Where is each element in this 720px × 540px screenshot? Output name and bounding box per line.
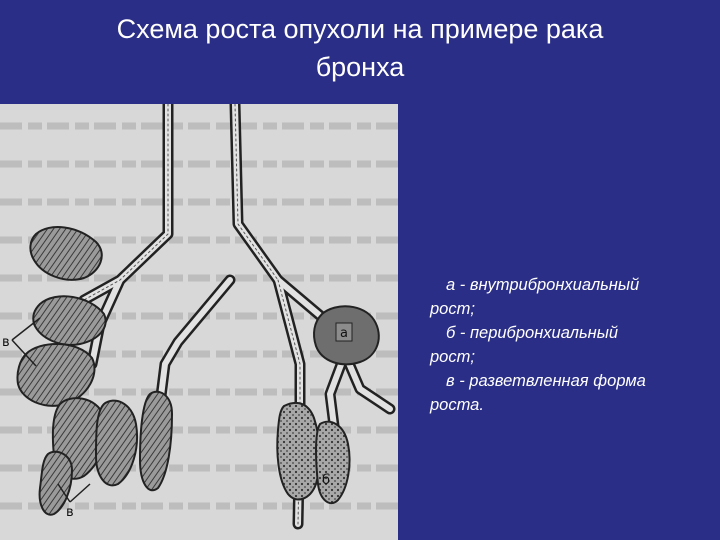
legend-item-b-rest: рост; [430, 348, 475, 366]
diagram-legend: а - внутрибронхиальный рост; б - перибро… [430, 273, 715, 417]
slide-title: Схема роста опухоли на примере рака брон… [0, 10, 720, 86]
legend-item-a-lead: а - внутрибронхиальный [446, 276, 640, 294]
bronchus-tumor-drawing: а б в в [0, 104, 398, 530]
title-line-1: Схема роста опухоли на примере рака [116, 14, 604, 44]
figure-label-a: а [340, 326, 348, 341]
branched-tumor-masses [16, 226, 174, 516]
figure-label-v-left: в [2, 335, 10, 350]
legend-item-a-rest: рост; [430, 300, 475, 318]
bronchus-tumor-diagram: а б в в [0, 104, 398, 540]
legend-item-b-lead: б - перибронхиальный [446, 324, 619, 342]
peribronchial-tumor-small [315, 420, 351, 505]
peribronchial-tumor [276, 401, 321, 501]
figure-label-b: б [322, 473, 330, 488]
title-line-2: бронха [315, 52, 405, 82]
label-leader-lines [11, 317, 91, 503]
legend-item-v-rest: роста. [430, 396, 484, 414]
figure-label-v-bottom: в [66, 505, 74, 520]
label-box-a [335, 322, 353, 342]
legend-item-v-lead: в - разветвленная форма [446, 372, 646, 390]
